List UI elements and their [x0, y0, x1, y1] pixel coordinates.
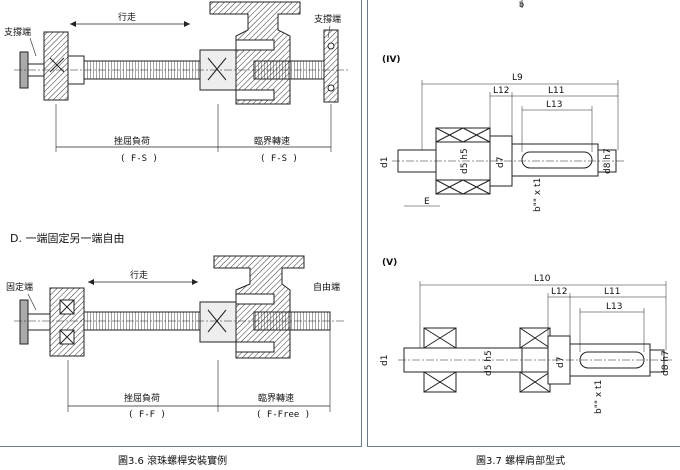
v-d7: d7 [556, 356, 566, 368]
buckling-load-label-d: 挫屈負荷 [124, 394, 161, 404]
figure-3-7-caption: 圖3.7 螺桿肩部型式 [476, 456, 566, 467]
top-mark-b: b [519, 0, 525, 9]
shoulder-type-iv [392, 80, 624, 207]
iv-d5: d5 h5 [460, 148, 470, 174]
iv-L11: L11 [548, 86, 565, 96]
iv-E: E [424, 197, 430, 207]
diagram-d [14, 255, 345, 412]
right-support-housing [323, 29, 339, 103]
iv-bxt1: b"" x t1 [533, 177, 543, 212]
diagram-c [14, 1, 350, 152]
v-L10: L10 [534, 274, 551, 284]
v-d1: d1 [380, 354, 390, 366]
v-bxt1: b"" x t1 [594, 379, 604, 414]
iv-d7: d7 [496, 156, 506, 168]
table-d [213, 255, 305, 359]
left-panel [0, 0, 362, 447]
critical-code-c: ( F-S ) [260, 154, 298, 164]
section-d-title: D. 一端固定另一端自由 [10, 232, 125, 245]
travel-label-c: 行走 [118, 13, 137, 23]
keyway-iv [521, 151, 593, 169]
iv-d8: d8 h7 [603, 148, 613, 174]
support-end-right-label: 支撐端 [314, 15, 342, 25]
v-d5: d5 h5 [484, 350, 494, 376]
left-handwheel-d [19, 299, 29, 345]
critical-speed-label-d: 臨界轉速 [258, 394, 295, 404]
support-end-left-label: 支撐端 [4, 28, 32, 38]
iv-L12: L12 [493, 86, 510, 96]
critical-code-d: ( F-Free ) [256, 410, 311, 420]
buckling-code-c: ( F-S ) [120, 154, 158, 164]
iv-L13: L13 [546, 100, 563, 110]
critical-speed-label-c: 臨界轉速 [254, 137, 291, 147]
shoulder-type-v [398, 281, 672, 393]
figure-3-6-caption: 圖3.6 滾珠螺桿安裝實例 [118, 456, 228, 467]
v-L11: L11 [604, 287, 621, 297]
iv-L9: L9 [512, 73, 523, 83]
buckling-load-label-c: 挫屈負荷 [114, 137, 151, 147]
fixed-end-label: 固定端 [6, 283, 34, 293]
fixed-end-housing [49, 287, 85, 357]
buckling-code-d: ( F-F ) [128, 410, 166, 420]
free-end-label: 自由端 [313, 283, 341, 293]
travel-label-d: 行走 [130, 271, 149, 281]
v-d8: d8 h7 [661, 350, 671, 376]
v-L12: L12 [551, 287, 568, 297]
v-L13: L13 [606, 302, 623, 312]
iv-d1: d1 [380, 156, 390, 168]
type-v-label: (V) [382, 258, 398, 268]
table-c [209, 1, 301, 105]
right-panel [367, 0, 680, 447]
type-iv-label: (IV) [382, 55, 401, 65]
